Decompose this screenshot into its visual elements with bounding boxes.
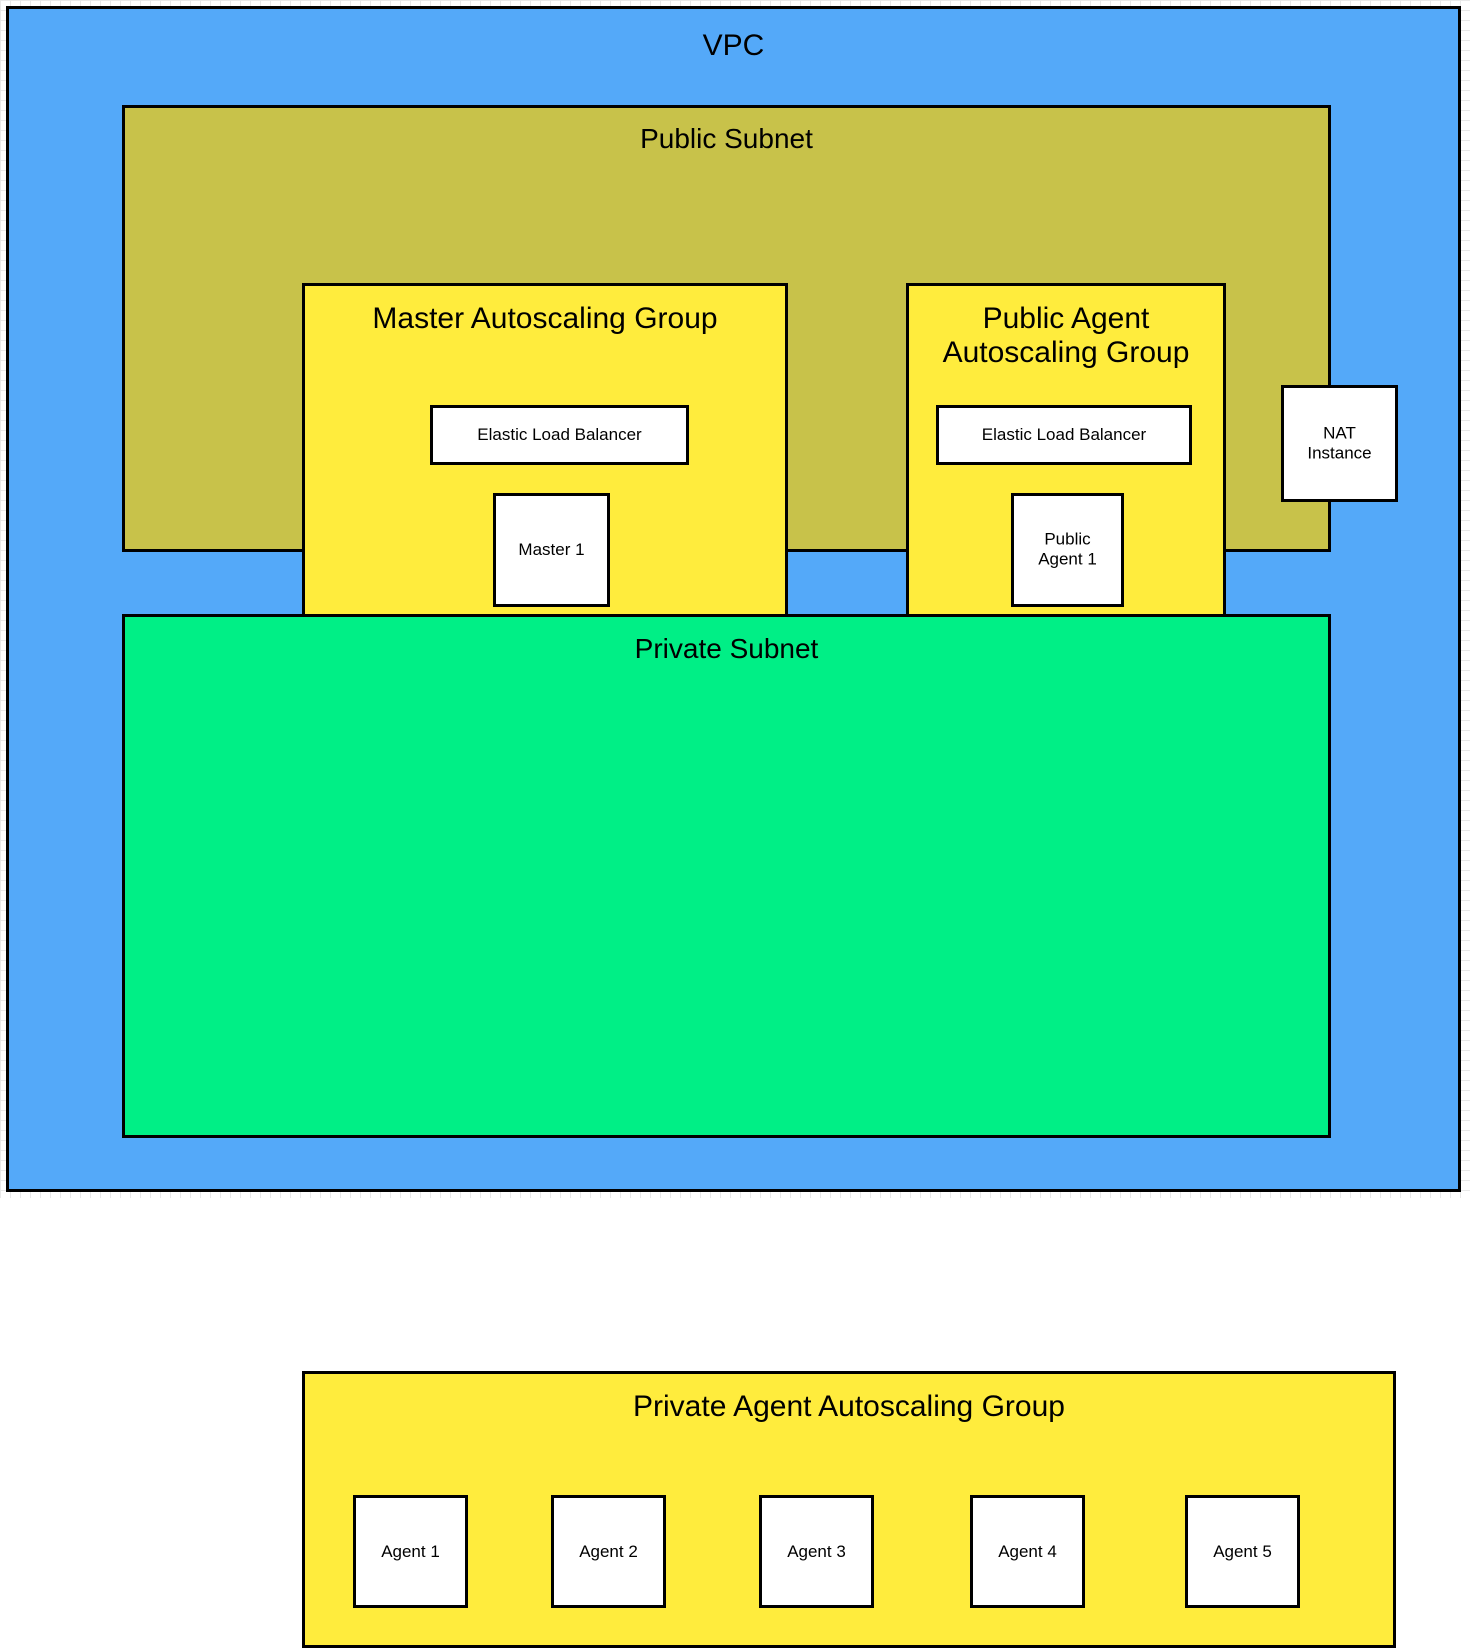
agent-5-instance-label: Agent 5 (1213, 1541, 1272, 1561)
nat-instance-label: NAT Instance (1307, 423, 1372, 463)
vpc-container[interactable]: VPC Public Subnet Master Autoscaling Gro… (6, 6, 1461, 1648)
agent-3-instance[interactable]: Agent 3 (759, 1495, 874, 1608)
private-agent-autoscaling-group-title: Private Agent Autoscaling Group (633, 1390, 1065, 1423)
private-subnet-title: Private Subnet (634, 633, 819, 664)
master-1-instance-label: Master 1 (518, 539, 585, 559)
master-autoscaling-group-title: Master Autoscaling Group (372, 302, 718, 335)
agent-1-instance-label: Agent 1 (381, 1541, 440, 1561)
nat-instance[interactable]: NAT Instance (1281, 385, 1398, 502)
private-subnet-container[interactable]: Private Subnet Private Agent Autoscaling… (122, 614, 1396, 1648)
public-subnet-title: Public Subnet (640, 123, 813, 154)
public-agent-autoscaling-group-title: Public Agent Autoscaling Group (942, 302, 1190, 369)
agent-1-instance[interactable]: Agent 1 (353, 1495, 468, 1608)
vpc-title: VPC (702, 29, 765, 62)
agent-2-instance-label: Agent 2 (579, 1541, 638, 1561)
public-agent-1-instance-label: Public Agent 1 (1038, 529, 1097, 569)
public-subnet-container[interactable]: Public Subnet Master Autoscaling Group E… (122, 105, 1398, 628)
master-elastic-load-balancer[interactable]: Elastic Load Balancer (430, 405, 689, 465)
public-agent-elastic-load-balancer[interactable]: Elastic Load Balancer (936, 405, 1192, 465)
agent-4-instance[interactable]: Agent 4 (970, 1495, 1085, 1608)
public-agent-elastic-load-balancer-label: Elastic Load Balancer (981, 424, 1147, 444)
agent-4-instance-label: Agent 4 (998, 1541, 1057, 1561)
agent-3-instance-label: Agent 3 (787, 1541, 846, 1561)
public-agent-1-instance[interactable]: Public Agent 1 (1011, 493, 1124, 607)
agent-2-instance[interactable]: Agent 2 (551, 1495, 666, 1608)
agent-5-instance[interactable]: Agent 5 (1185, 1495, 1300, 1608)
master-1-instance[interactable]: Master 1 (493, 493, 610, 607)
master-elastic-load-balancer-label: Elastic Load Balancer (477, 424, 642, 444)
